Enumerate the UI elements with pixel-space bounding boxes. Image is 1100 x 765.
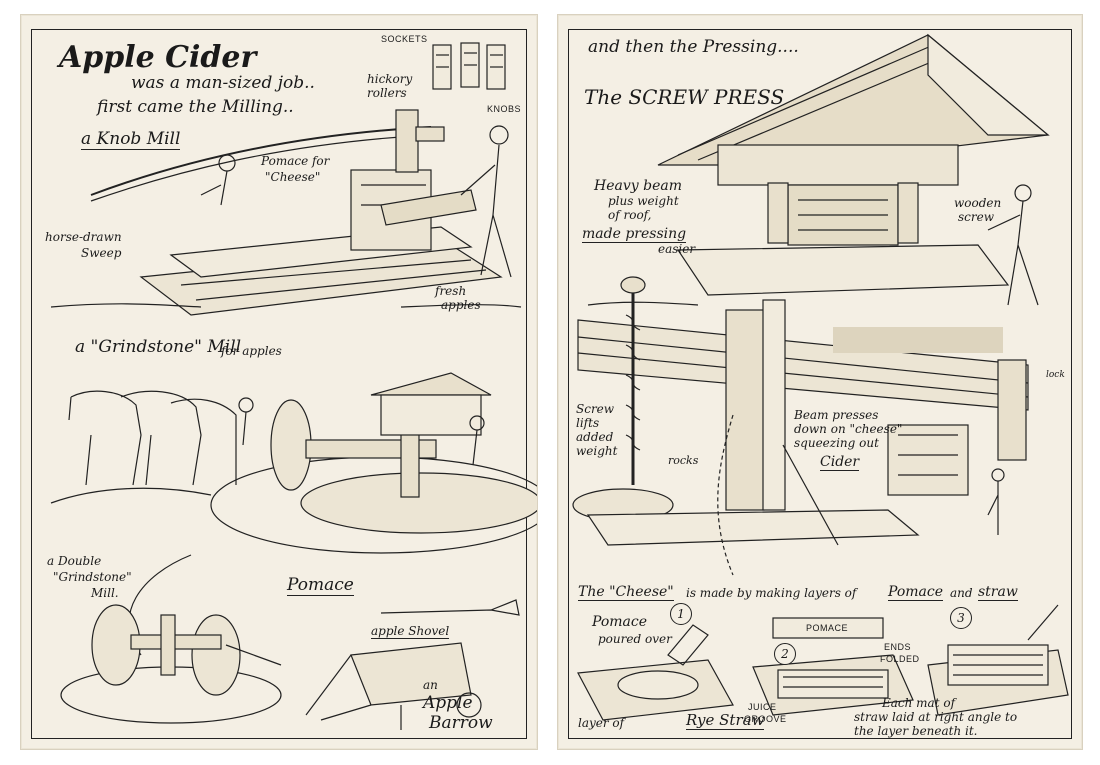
apple-shovel-drawing bbox=[380, 599, 520, 616]
person-figure-2 bbox=[489, 125, 509, 145]
knob-mill-drawing bbox=[139, 109, 503, 316]
right-panel-border bbox=[568, 29, 1072, 739]
groove-label: GROOVE bbox=[744, 714, 787, 724]
knob-mill-label: a Knob Mill bbox=[81, 129, 181, 150]
pomace-label: Pomace bbox=[287, 575, 354, 596]
screw-press-title: The SCREW PRESS bbox=[584, 85, 785, 109]
rollers-label: rollers bbox=[367, 86, 407, 100]
double-grindstone-drawing bbox=[60, 604, 282, 724]
layer-of-label: layer of bbox=[578, 716, 625, 730]
left-panel-drawings bbox=[50, 42, 537, 730]
pomace-step-label: Pomace bbox=[592, 614, 648, 630]
cider-label: Cider bbox=[820, 454, 860, 471]
down-on-cheese-label: down on "cheese" bbox=[794, 422, 903, 436]
plus-weight-label: plus weight bbox=[608, 194, 679, 208]
right-panel-drawings bbox=[572, 33, 1069, 721]
cheese-step-3-drawing bbox=[927, 604, 1069, 716]
subtitle: was a man-sized job.. bbox=[131, 73, 315, 93]
squeezing-out-label: squeezing out bbox=[794, 436, 879, 450]
horse-sweep-pole bbox=[90, 126, 432, 196]
wheelbarrow-drawing bbox=[305, 642, 482, 730]
hickory-label: hickory bbox=[367, 72, 413, 86]
heavy-beam-label: Heavy beam bbox=[594, 178, 682, 194]
screw-label: screw bbox=[958, 210, 994, 224]
made-pressing-label: made pressing bbox=[582, 226, 687, 243]
pomace-word: Pomace bbox=[888, 584, 944, 601]
juice-label: JUICE bbox=[748, 702, 777, 712]
cheese-description: is made by making layers of bbox=[686, 586, 857, 600]
worker-figure-2 bbox=[991, 468, 1005, 482]
ends-label: ENDS bbox=[884, 642, 912, 652]
of-roof-label: of roof, bbox=[608, 208, 652, 222]
beam-presses-label: Beam presses bbox=[794, 408, 879, 422]
knobs-label: KNOBS bbox=[487, 104, 522, 114]
rollers-inset-drawing bbox=[432, 42, 506, 90]
each-mat-label: Each mat of bbox=[882, 696, 956, 710]
step-2-badge: 2 bbox=[774, 643, 796, 665]
rye-straw-label: Rye Straw bbox=[686, 711, 765, 730]
step-1-badge: 1 bbox=[670, 603, 692, 625]
left-illustration-panel: Apple Cider was a man-sized job.. first … bbox=[20, 14, 538, 750]
screw-lifts-label: Screw bbox=[576, 402, 615, 416]
apples-label: apples bbox=[441, 298, 481, 312]
main-title: Apple Cider bbox=[59, 40, 257, 75]
horse-drawn-label: horse-drawn bbox=[45, 230, 122, 244]
sweep-label: Sweep bbox=[81, 246, 122, 260]
pomace-box-label: POMACE bbox=[806, 623, 849, 633]
pomace-for-label: Pomace for bbox=[261, 154, 330, 168]
lifts-label: lifts bbox=[576, 416, 600, 430]
cheese-label: "Cheese" bbox=[265, 170, 321, 184]
wooden-label: wooden bbox=[954, 196, 1002, 210]
for-apples-label: for apples bbox=[221, 344, 282, 358]
cheese-step-2-drawing bbox=[752, 617, 914, 716]
and-word: and bbox=[950, 586, 973, 600]
apple-shovel-label: apple Shovel bbox=[371, 624, 450, 639]
left-panel-border bbox=[31, 29, 527, 739]
milling-intro: first came the Milling.. bbox=[97, 97, 294, 117]
grindstone-label: "Grindstone" bbox=[53, 570, 132, 584]
easier-label: easier bbox=[658, 242, 696, 256]
double-label: a Double bbox=[47, 554, 102, 568]
barrow-label: Barrow bbox=[429, 713, 493, 733]
step-3-badge: 3 bbox=[950, 607, 972, 629]
screw-press-drawing bbox=[657, 33, 1050, 296]
beam-press-drawing bbox=[572, 276, 1029, 576]
added-label: added bbox=[576, 430, 614, 444]
layer-beneath-label: the layer beneath it. bbox=[854, 724, 978, 738]
right-illustration-panel: and then the Pressing.... The SCREW PRES… bbox=[557, 14, 1083, 750]
mill-label: Mill. bbox=[91, 586, 119, 600]
pressing-heading: and then the Pressing.... bbox=[588, 37, 799, 57]
worker-figure-1 bbox=[1014, 184, 1032, 202]
shed-drawing bbox=[370, 372, 492, 436]
weight-label: weight bbox=[576, 444, 618, 458]
fresh-label: fresh bbox=[435, 284, 467, 298]
sockets-label: SOCKETS bbox=[381, 34, 428, 44]
horses-drawing bbox=[68, 390, 237, 486]
tape-mark bbox=[833, 327, 1003, 353]
lock-label: lock bbox=[1046, 370, 1065, 380]
grindstone-mill-label: a "Grindstone" Mill bbox=[75, 337, 242, 357]
grindstone-wheel bbox=[270, 399, 312, 491]
folded-label: FOLDED bbox=[880, 654, 920, 664]
cheese-title: The "Cheese" bbox=[578, 584, 674, 601]
rocks-label: rocks bbox=[668, 454, 699, 467]
right-angle-label: straw laid at right angle to bbox=[854, 710, 1018, 724]
poured-over-label: poured over bbox=[598, 632, 672, 646]
apple-label: Apple bbox=[423, 693, 473, 713]
straw-word: straw bbox=[978, 584, 1018, 601]
cheese-step-1-drawing bbox=[577, 624, 734, 721]
an-label: an bbox=[423, 678, 438, 692]
